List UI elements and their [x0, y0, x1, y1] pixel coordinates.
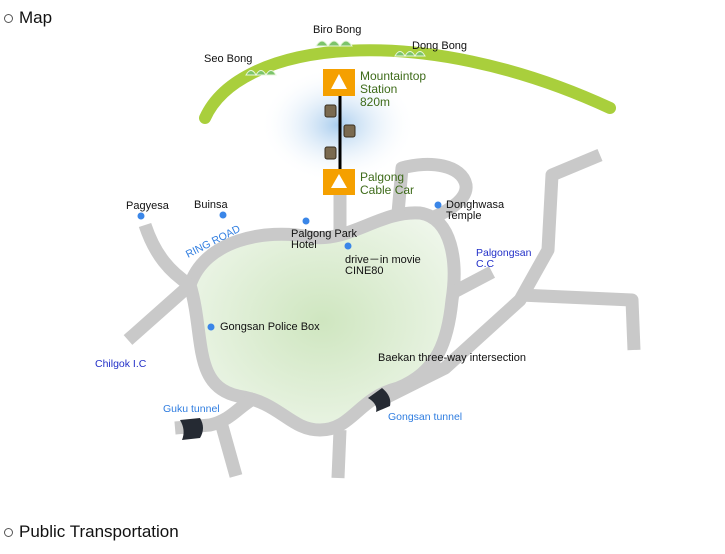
gondola-icons: [324, 104, 356, 160]
label-pagyesa: Pagyesa: [126, 200, 170, 212]
green-area: [190, 212, 455, 430]
label-bottom-1: Palgong: [360, 170, 404, 184]
peak-icons: [245, 40, 426, 77]
label-hotel-1: Palgong Park: [291, 228, 358, 240]
label-top-3: 820m: [360, 95, 390, 109]
label-chilgok: Chilgok I.C: [95, 358, 147, 370]
poi-dots: [137, 201, 442, 331]
peak-label-biro: Biro Bong: [313, 24, 361, 36]
label-donghwasa-1: Donghwasa: [446, 199, 505, 211]
peak-label-dong: Dong Bong: [412, 40, 467, 52]
mountaintop-station-icon: [323, 69, 355, 96]
section-title: Public Transportation: [19, 522, 179, 541]
label-guku: Guku tunnel: [163, 403, 220, 415]
label-cc-2: C.C: [476, 258, 495, 270]
label-cc-1: Palgongsan: [476, 247, 532, 259]
label-cinema-2: CINE80: [345, 265, 384, 277]
tunnel-icons: [180, 388, 391, 440]
label-baekan: Baekan three-way intersection: [378, 352, 526, 364]
label-top-2: Station: [360, 82, 397, 96]
label-gongsan: Gongsan tunnel: [388, 411, 462, 423]
peak-label-seo: Seo Bong: [204, 53, 252, 65]
section-map-heading: Map: [4, 8, 52, 28]
area-map: Seo Bong Biro Bong Dong Bong Pagyesa Bui…: [95, 24, 641, 479]
cable-glow: [260, 67, 416, 183]
bullet-icon: [4, 13, 13, 23]
label-donghwasa-2: Temple: [446, 210, 481, 222]
bullet-icon: [4, 527, 13, 537]
cable-car-station-icon: [323, 169, 355, 195]
label-bottom-2: Cable Car: [360, 183, 414, 197]
section-title: Map: [19, 8, 53, 27]
label-hotel-2: Hotel: [291, 239, 317, 251]
section-transport-heading: Public Transportation: [4, 522, 179, 542]
label-buinsa: Buinsa: [194, 199, 229, 211]
label-top-1: Mountaintop: [360, 69, 426, 83]
label-police: Gongsan Police Box: [220, 321, 320, 333]
label-cinema-1: drive－in movie: [345, 254, 421, 266]
roads: [123, 149, 641, 479]
ridge: [199, 44, 616, 124]
